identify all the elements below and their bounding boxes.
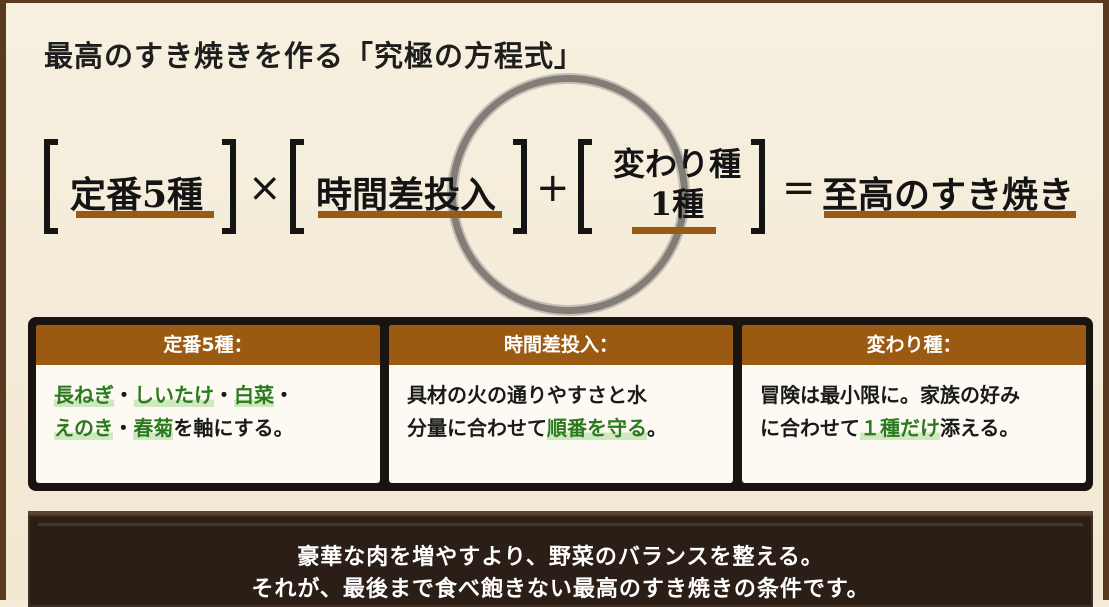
card-line: えのき・春菊を軸にする。 bbox=[54, 412, 362, 445]
term-variety-line1: 変わり種 bbox=[612, 145, 741, 183]
footer-line-1: 豪華な肉を増やすより、野菜のバランスを整える。 bbox=[297, 545, 824, 570]
explanation-panel: 定番5種： 長ねぎ・しいたけ・白菜・ えのき・春菊を軸にする。 時間差投入： 具… bbox=[28, 317, 1093, 491]
highlight-text: 長ねぎ bbox=[54, 383, 114, 407]
card-line: 冒険は最小限に。家族の好み bbox=[760, 383, 1020, 407]
separator: ・ bbox=[114, 383, 134, 407]
decorative-ring bbox=[449, 75, 688, 314]
card-header: 時間差投入： bbox=[389, 325, 733, 365]
footer-trim bbox=[38, 523, 1083, 526]
term-standard-five: 定番5種 bbox=[70, 174, 204, 216]
card-body: 冒険は最小限に。家族の好み に合わせて１種だけ添える。 bbox=[742, 365, 1086, 445]
card-line: に合わせて１種だけ添える。 bbox=[760, 412, 1068, 445]
separator: ・ bbox=[214, 383, 234, 407]
term-time-lag: 時間差投入 bbox=[316, 174, 497, 216]
card-standard-five: 定番5種： 長ねぎ・しいたけ・白菜・ えのき・春菊を軸にする。 bbox=[36, 325, 380, 483]
highlight-text: えのき bbox=[54, 416, 114, 440]
highlight-text: 順番を守る bbox=[547, 416, 647, 440]
separator: ・ bbox=[274, 383, 294, 407]
separator: ・ bbox=[113, 416, 134, 440]
equals-sign: = bbox=[782, 165, 816, 211]
term-underline bbox=[76, 211, 214, 218]
card-body: 具材の火の通りやすさと水 分量に合わせて順番を守る。 bbox=[389, 365, 733, 445]
plain-text: 添える。 bbox=[940, 416, 1020, 440]
term-underline bbox=[632, 227, 716, 234]
bracket-left-1 bbox=[44, 139, 58, 234]
bracket-right-2 bbox=[513, 139, 527, 234]
footer-banner: 豪華な肉を増やすより、野菜のバランスを整える。 それが、最後まで食べ飽きない最高… bbox=[28, 511, 1093, 607]
highlight-text: しいたけ bbox=[134, 383, 214, 407]
card-line: 分量に合わせて順番を守る。 bbox=[407, 412, 715, 445]
card-line: 長ねぎ・しいたけ・白菜・ bbox=[54, 379, 362, 412]
result-ultimate-sukiyaki: 至高のすき焼き bbox=[822, 174, 1075, 216]
card-line: 具材の火の通りやすさと水 bbox=[407, 383, 647, 407]
bracket-right-3 bbox=[751, 139, 765, 234]
bracket-left-2 bbox=[290, 139, 304, 234]
footer-line-2: それが、最後まで食べ飽きない最高のすき焼きの条件です。 bbox=[251, 577, 870, 602]
highlight-text: 春菊 bbox=[133, 416, 174, 440]
term-underline bbox=[318, 211, 502, 218]
plain-text: に合わせて bbox=[760, 416, 860, 440]
card-variety: 変わり種： 冒険は最小限に。家族の好み に合わせて１種だけ添える。 bbox=[742, 325, 1086, 483]
bracket-left-3 bbox=[578, 139, 592, 234]
plain-text: を軸にする。 bbox=[173, 416, 294, 440]
plain-text: 分量に合わせて bbox=[407, 416, 547, 440]
highlight-text: 白菜 bbox=[234, 383, 274, 407]
highlight-text: １種だけ bbox=[860, 416, 940, 440]
result-underline bbox=[824, 211, 1076, 218]
bracket-right-1 bbox=[222, 139, 236, 234]
card-header: 定番5種： bbox=[36, 325, 380, 365]
card-header: 変わり種： bbox=[742, 325, 1086, 365]
times-sign: × bbox=[248, 165, 282, 211]
term-variety-line2: 1種 bbox=[649, 185, 705, 223]
page-title: 最高のすき焼きを作る「究極の方程式」 bbox=[44, 39, 585, 73]
card-time-lag: 時間差投入： 具材の火の通りやすさと水 分量に合わせて順番を守る。 bbox=[389, 325, 733, 483]
plus-sign: + bbox=[536, 165, 570, 211]
card-body: 長ねぎ・しいたけ・白菜・ えのき・春菊を軸にする。 bbox=[36, 365, 380, 445]
plain-text: 。 bbox=[647, 416, 667, 440]
